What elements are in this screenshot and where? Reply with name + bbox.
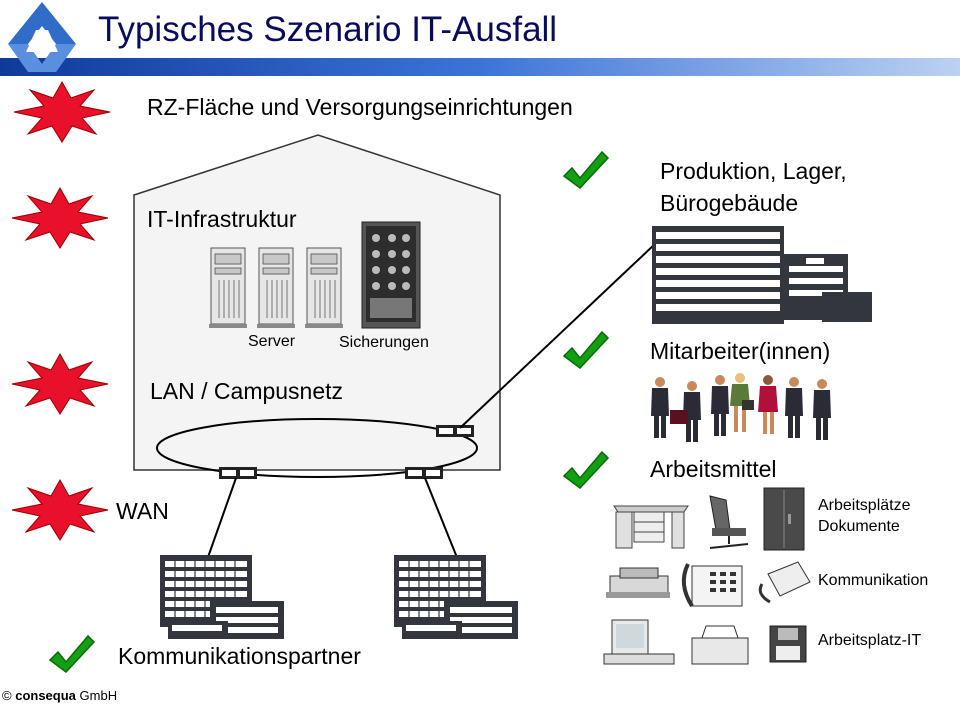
router-icon (436, 425, 474, 437)
router-icon (219, 467, 257, 479)
communication-label: Kommunikation (818, 572, 929, 589)
copyright-symbol: © (2, 688, 12, 703)
backup-label: Sicherungen (339, 334, 429, 351)
office-chair-icon (709, 495, 749, 549)
company-logo (8, 2, 76, 72)
backup-rack-icon (361, 221, 421, 329)
server-icon (256, 247, 296, 329)
header-bar (0, 58, 960, 76)
partner-building-icon (393, 554, 519, 640)
lan-ring (156, 418, 478, 478)
slide-title: Typisches Szenario IT-Ausfall (98, 10, 558, 49)
server-icon (304, 247, 344, 329)
row-label-it-infrastructure: IT-Infrastruktur (147, 206, 297, 232)
checkmark-icon (49, 635, 95, 673)
fax-machine-icon (758, 561, 811, 604)
printer-icon (691, 625, 749, 665)
link-line (424, 477, 459, 561)
row-label-datacenter-area: RZ-Fläche und Versorgungseinrichtungen (147, 94, 573, 120)
server-icon (208, 247, 248, 329)
row-label-wan: WAN (116, 498, 169, 524)
failure-burst-icon (11, 187, 109, 249)
workplace-it-label: Arbeitsplatz-IT (818, 632, 922, 649)
checkmark-icon (563, 331, 609, 369)
desk-icon (613, 505, 689, 549)
production-label-line2: Bürogebäude (660, 190, 799, 216)
failure-burst-icon (11, 479, 109, 541)
partner-building-icon (159, 554, 285, 640)
computer-icon (603, 619, 675, 665)
checkmark-icon (563, 151, 609, 189)
row-label-lan: LAN / Campusnetz (150, 378, 344, 404)
router-icon (405, 467, 443, 479)
tools-label: Arbeitsmittel (650, 456, 777, 482)
copyright-footer: © consequa GmbH (2, 688, 117, 703)
link-line (206, 477, 237, 561)
production-label-line1: Produktion, Lager, (660, 158, 847, 184)
cabinet-icon (763, 487, 805, 551)
desk-phone-icon (681, 563, 743, 608)
copyright-suffix: GmbH (79, 688, 118, 703)
checkmark-icon (563, 451, 609, 489)
row-label-partners: Kommunikationspartner (118, 643, 361, 669)
staff-label: Mitarbeiter(innen) (650, 338, 831, 364)
staff-people-icon (651, 373, 831, 442)
server-label: Server (248, 333, 296, 350)
copyright-company: consequa (15, 688, 76, 703)
link-line (459, 243, 656, 429)
workplaces-label: Arbeitsplätze (818, 497, 911, 514)
documents-label: Dokumente (818, 518, 900, 535)
failure-burst-icon (11, 353, 109, 415)
failure-burst-icon (13, 81, 111, 143)
floppy-disk-icon (769, 625, 807, 663)
production-building-icon (652, 226, 872, 324)
copier-icon (606, 567, 670, 598)
